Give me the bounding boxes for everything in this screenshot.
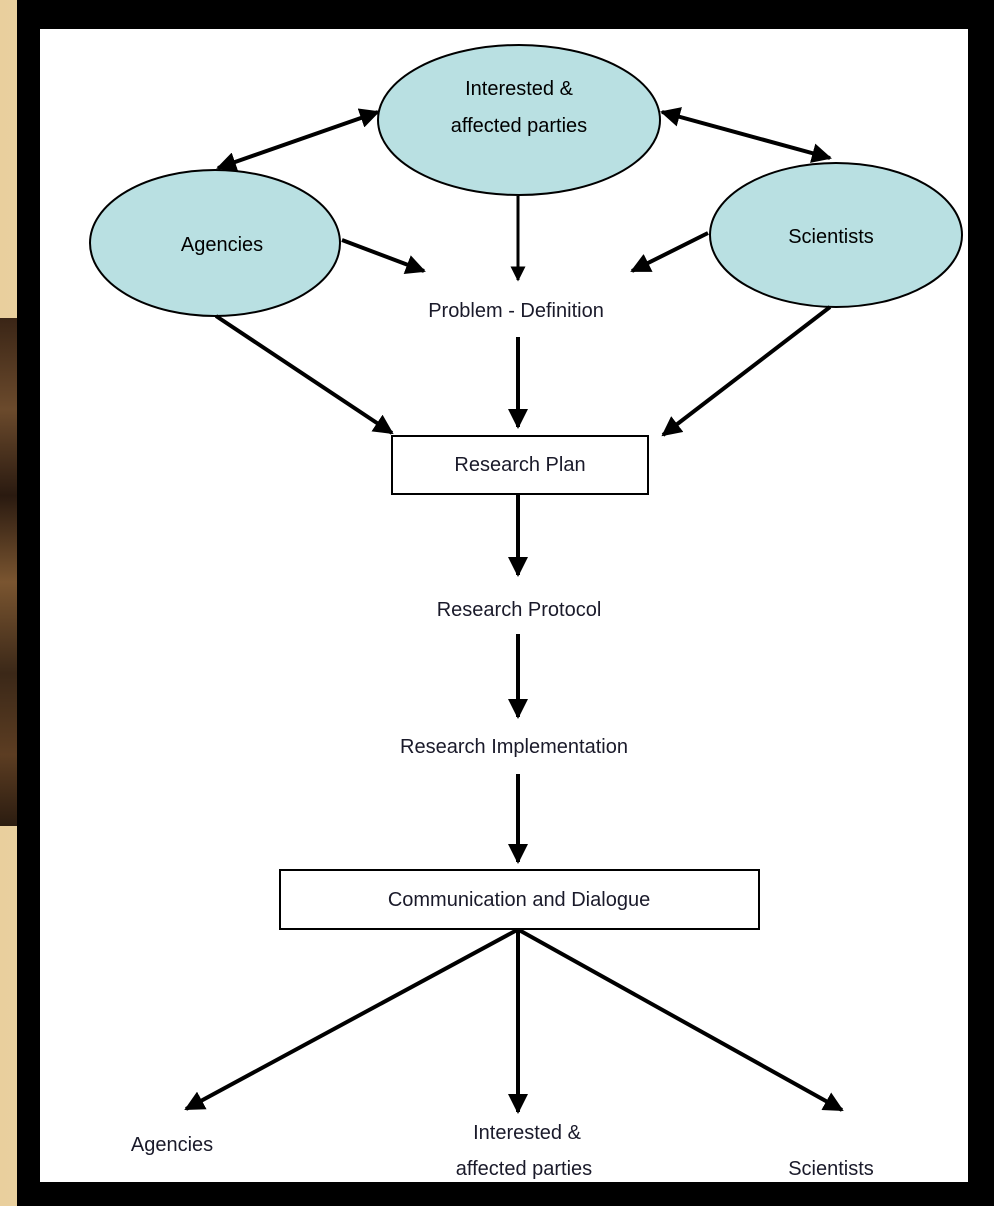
arrow-parties-agencies — [216, 108, 380, 172]
arrow-scientists-problem — [630, 231, 709, 273]
out-agencies-label: Agencies — [131, 1134, 213, 1156]
background-photo-strip — [0, 318, 17, 826]
out-scientists-label: Scientists — [788, 1158, 874, 1180]
ellipse-scientists — [709, 162, 963, 308]
arrow-agencies-plan — [214, 314, 394, 435]
interested-parties-line2: affected parties — [451, 115, 587, 137]
research-plan-label: Research Plan — [454, 454, 585, 476]
research-implementation-label: Research Implementation — [400, 736, 628, 758]
scientists-label: Scientists — [788, 226, 874, 248]
agencies-label: Agencies — [181, 234, 263, 256]
problem-definition-label: Problem - Definition — [428, 300, 604, 322]
interested-parties-line1: Interested & — [465, 78, 574, 100]
arrow-communication-scientists — [518, 928, 844, 1112]
diagram-panel: Interested & affected parties Agencies S… — [40, 29, 968, 1182]
flow-diagram: Interested & affected parties Agencies S… — [89, 44, 963, 1180]
out-parties-line1: Interested & — [473, 1122, 582, 1144]
out-parties-line2: affected parties — [456, 1158, 592, 1180]
arrow-agencies-problem — [341, 238, 426, 274]
research-plan-box — [391, 435, 649, 495]
research-protocol-label: Research Protocol — [437, 599, 602, 621]
arrow-communication-agencies — [184, 928, 518, 1111]
communication-label: Communication and Dialogue — [388, 889, 650, 911]
arrow-parties-scientists — [660, 107, 832, 163]
arrow-scientists-plan — [661, 305, 832, 437]
ellipse-agencies — [89, 169, 341, 317]
communication-box — [279, 869, 760, 930]
